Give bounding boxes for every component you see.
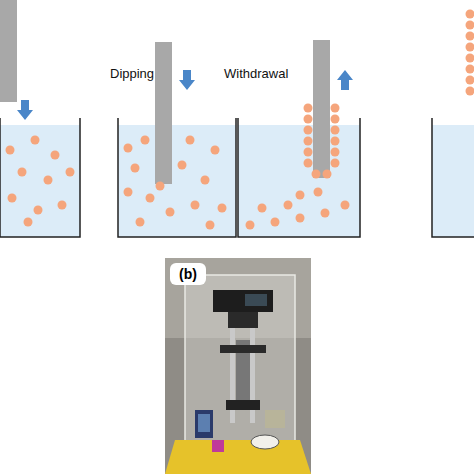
panel-letter-box: (b) [170,263,206,285]
apparatus-photo [165,258,311,474]
step-label: Dipping [110,66,154,81]
step-label: Withdrawal [224,66,288,81]
beaker-panel-1 [0,0,80,237]
panel-letter: (b) [179,266,197,282]
beaker-panel-4 [432,10,474,238]
